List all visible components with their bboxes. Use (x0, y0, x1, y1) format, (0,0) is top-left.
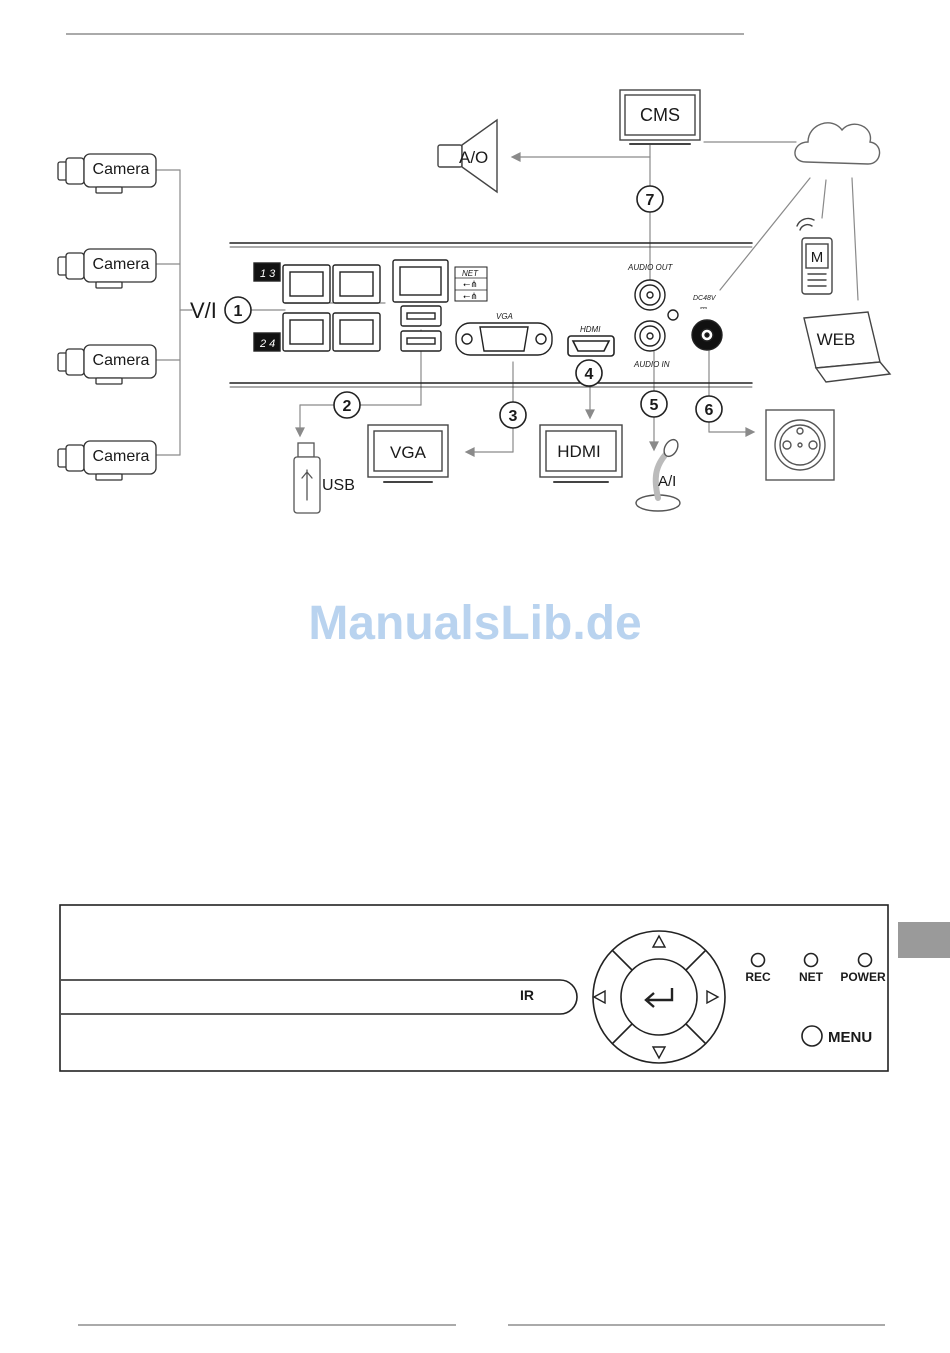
mobile-label: M (811, 249, 824, 266)
port-group-label: 2 4 (259, 338, 275, 350)
rear-panel-diagram: Camera Camera Camera Camera V/I 1 (58, 90, 890, 513)
usb-symbol-icon: ⭠⋔ (463, 279, 478, 289)
usb-symbol-icon: ⭠⋔ (463, 291, 478, 301)
camera-label: Camera (93, 256, 150, 273)
speaker-label: A/O (459, 148, 488, 167)
cms-label: CMS (640, 105, 680, 125)
usb-label: USB (322, 477, 355, 494)
front-panel-diagram: IR REC NET POWER MENU (60, 905, 888, 1071)
net-port-label: NET (462, 269, 479, 278)
callout-number: 6 (705, 402, 714, 419)
camera-label: Camera (93, 448, 150, 465)
watermark: ManualsLib.de (308, 597, 641, 650)
ir-window (61, 980, 577, 1014)
callout-number: 2 (343, 398, 352, 415)
audio-ports (635, 280, 678, 351)
camera-group: Camera Camera Camera Camera (58, 154, 156, 480)
web-label: WEB (817, 330, 856, 349)
callout-number: 1 (234, 303, 243, 320)
side-tab (898, 922, 950, 958)
dc-polarity-icon: ⎓ (700, 303, 707, 313)
menu-label: MENU (828, 1029, 872, 1046)
led-label: REC (745, 970, 771, 984)
hdmi-port (568, 336, 614, 356)
callout-number: 4 (585, 366, 594, 383)
camera-label: Camera (93, 352, 150, 369)
audio-out-port-label: AUDIO OUT (627, 263, 674, 272)
vga-monitor-label: VGA (390, 443, 427, 462)
led-label: NET (799, 970, 824, 984)
hdmi-monitor-label: HDMI (557, 442, 600, 461)
vga-port-label: VGA (496, 312, 513, 321)
callout-number: 5 (650, 397, 659, 414)
led-label: POWER (840, 970, 886, 984)
menu-button[interactable] (802, 1026, 822, 1046)
cloud-icon (795, 123, 880, 164)
callout-number: 7 (646, 192, 655, 209)
port-group-label: 1 3 (260, 268, 276, 280)
dc-port-label: DC48V (693, 295, 717, 302)
dc-power-port (692, 320, 722, 350)
hdmi-port-label: HDMI (580, 325, 601, 334)
navigation-wheel (593, 931, 725, 1063)
microphone-label: A/I (658, 473, 676, 490)
ir-label: IR (520, 987, 534, 1003)
callout-number: 3 (509, 408, 518, 425)
power-socket-icon (766, 410, 834, 480)
usb-stick-icon (294, 443, 320, 513)
vga-port (456, 323, 552, 355)
audio-in-port-label: AUDIO IN (633, 360, 670, 369)
vi-label: V/I (190, 298, 217, 323)
camera-label: Camera (93, 161, 150, 178)
